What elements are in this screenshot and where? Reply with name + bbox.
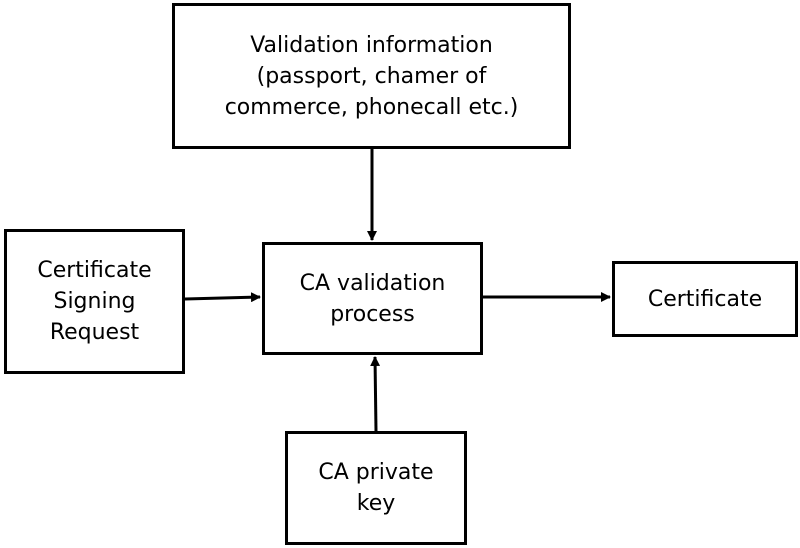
ca-private-key-label: CA private key xyxy=(318,457,433,519)
validation-information-box: Validation information (passport, chamer… xyxy=(172,3,571,149)
arrow-csr-to-ca xyxy=(184,292,261,303)
certificate-signing-request-box: Certificate Signing Request xyxy=(4,229,185,374)
ca-validation-process-label: CA validation process xyxy=(300,268,446,330)
arrow-key-to-ca xyxy=(370,356,381,432)
label-line: Certificate xyxy=(37,258,152,283)
label-line: (passport, chamer of xyxy=(256,63,487,89)
label-line: Certificate xyxy=(647,286,763,312)
label-line: CA validation xyxy=(299,270,446,296)
ca-private-key-box: CA private key xyxy=(285,431,467,545)
label-line: Validation information xyxy=(250,32,493,58)
ca-validation-process-box: CA validation process xyxy=(262,242,483,355)
label-line: process xyxy=(330,301,415,327)
certificate-box: Certificate xyxy=(612,261,798,337)
label-line: CA private xyxy=(318,460,434,485)
label-line: Request xyxy=(49,320,140,345)
label-line: Signing xyxy=(53,289,136,314)
label-line: key xyxy=(356,491,396,516)
certificate-label: Certificate xyxy=(648,284,762,315)
label-line: commerce, phonecall etc.) xyxy=(224,94,519,120)
certificate-signing-request-label: Certificate Signing Request xyxy=(37,255,151,348)
validation-information-label: Validation information (passport, chamer… xyxy=(225,30,519,123)
